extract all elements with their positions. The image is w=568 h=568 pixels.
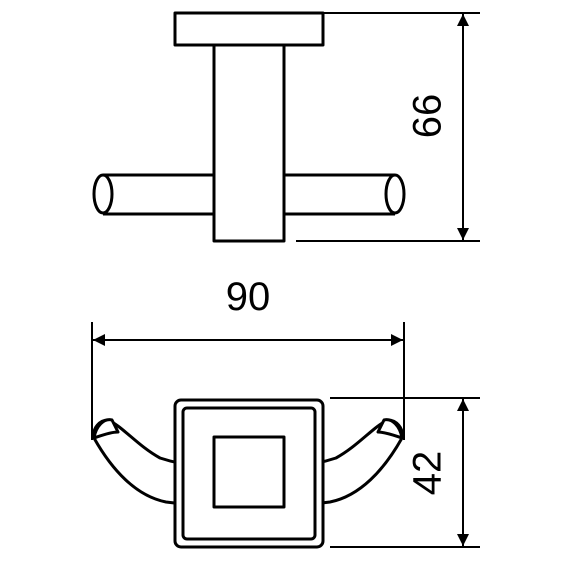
height-label: 66: [406, 94, 450, 139]
post: [212, 43, 286, 243]
left-hook-arm: [103, 173, 214, 216]
right-hook-end: [384, 173, 406, 215]
right-hook-arm: [284, 173, 395, 216]
front-post: [212, 435, 286, 509]
front-wall-plate-bevel: [181, 406, 317, 541]
left-hook-end: [92, 173, 114, 215]
width-label: 90: [226, 275, 271, 319]
right-hook-tip: [376, 418, 404, 440]
depth-label: 42: [406, 451, 450, 496]
side-view: [92, 11, 406, 243]
width-dimension: [91, 322, 405, 440]
depth-dimension: [330, 397, 480, 548]
height-dimension: [296, 12, 480, 242]
wall-plate: [173, 11, 325, 47]
left-hook-tip: [92, 418, 120, 440]
front-view: [92, 398, 404, 549]
